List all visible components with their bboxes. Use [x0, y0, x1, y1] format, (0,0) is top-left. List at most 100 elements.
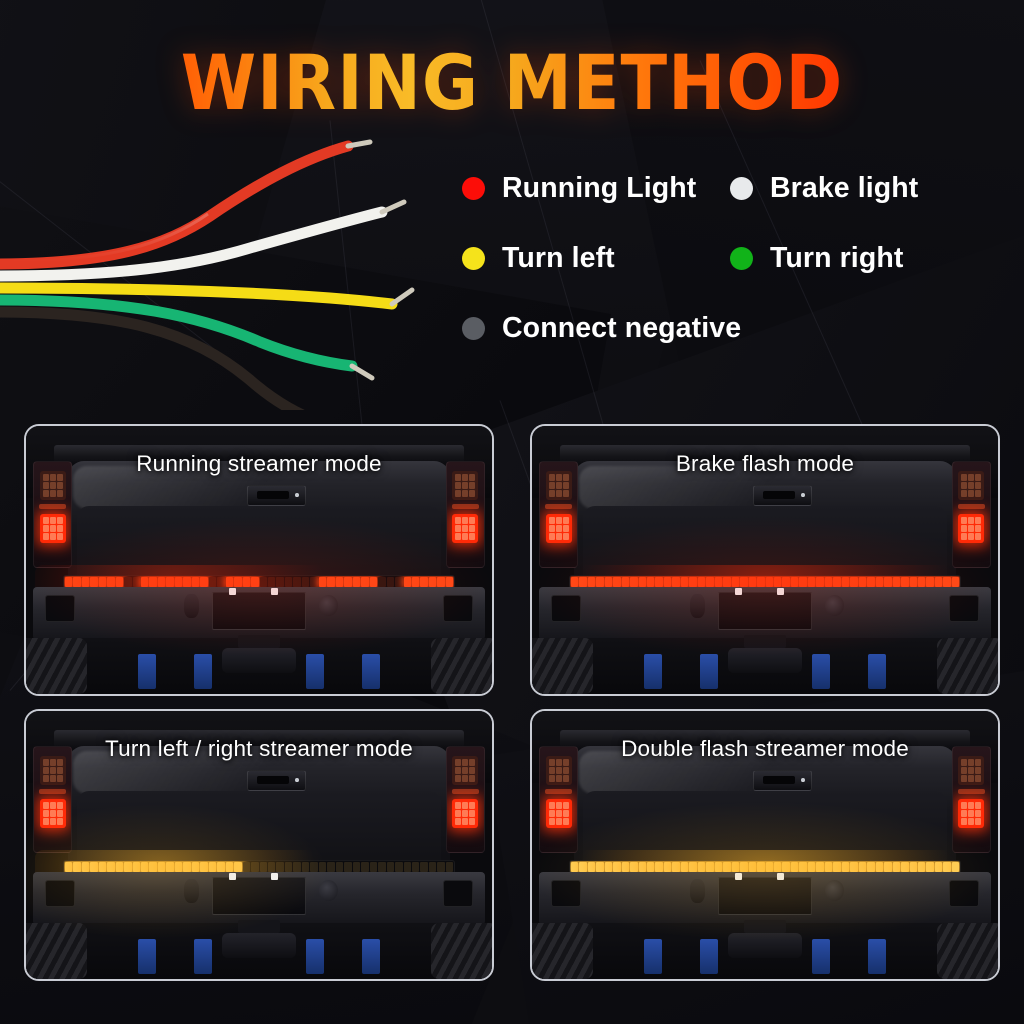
led-segment: [807, 576, 816, 588]
suspension-component: [867, 938, 887, 974]
taillight-led: [469, 474, 476, 482]
led-segment: [361, 861, 369, 873]
taillight-led: [975, 774, 982, 782]
led-segment: [327, 861, 335, 873]
led-segment: [655, 861, 663, 873]
suspension-component: [811, 938, 831, 974]
right-exhaust-cutout: [443, 879, 474, 907]
legend-item-turn-left: Turn left: [462, 242, 615, 275]
led-segment: [621, 576, 630, 588]
license-plate-lamp: [776, 873, 785, 880]
taillight-led: [49, 802, 56, 810]
bumper-fixture: [690, 878, 706, 903]
led-segment: [251, 861, 259, 873]
taillight-led: [42, 767, 49, 774]
led-segment: [395, 576, 403, 588]
led-segment: [901, 576, 909, 588]
taillight-cluster-upper: [39, 471, 66, 500]
led-segment: [604, 861, 613, 873]
taillight-led: [455, 810, 462, 818]
led-segment: [799, 861, 807, 873]
wire-harness-illustration: [0, 139, 415, 410]
right-taillight: [446, 460, 485, 569]
taillight-led: [462, 802, 469, 810]
left-taillight: [33, 745, 72, 854]
taillight-led: [49, 482, 56, 489]
taillight-led: [56, 482, 63, 489]
led-segment: [420, 576, 428, 588]
running-light-wire: [0, 140, 354, 270]
led-segment: [369, 576, 378, 588]
suspension-component: [305, 653, 325, 689]
taillight-led: [548, 818, 555, 825]
right-exhaust-cutout: [949, 594, 980, 622]
license-plate-recess: [718, 877, 812, 915]
taillight-led: [562, 489, 569, 497]
taillight-led: [469, 482, 476, 489]
led-segment: [680, 576, 689, 588]
taillight-reflector: [38, 788, 67, 795]
left-exhaust-cutout: [44, 594, 75, 622]
led-segment: [782, 861, 790, 873]
left-rear-tire: [26, 637, 87, 694]
taillight-cluster-lower: [452, 514, 479, 543]
license-plate-lamp: [734, 873, 743, 880]
panel-mode-label: Double flash streamer mode: [621, 736, 909, 762]
taillight-led: [469, 818, 476, 825]
turn-left-wire: [0, 282, 398, 310]
led-segment: [259, 576, 268, 588]
led-segment: [587, 861, 596, 873]
led-segment: [234, 861, 242, 873]
bed-rail: [559, 444, 971, 464]
legend-row-3: Connect negative: [462, 312, 982, 382]
taillight-led: [56, 802, 63, 810]
led-light-bar: [63, 859, 455, 875]
legend-row-2: Turn left Turn right: [462, 242, 982, 312]
led-segment: [858, 576, 867, 588]
taillight-led: [469, 759, 476, 767]
taillight-led: [968, 802, 975, 810]
led-segment: [174, 576, 183, 588]
led-segment: [251, 576, 259, 588]
led-segment: [352, 861, 361, 873]
tailgate-lower-panel: [77, 506, 441, 587]
gray-dot-icon: [462, 317, 485, 340]
led-segment: [680, 861, 689, 873]
led-segment: [276, 576, 284, 588]
suspension-component: [305, 938, 325, 974]
taillight-led: [56, 774, 63, 782]
tailgate-handle: [753, 484, 812, 507]
taillight-led: [462, 759, 469, 767]
taillight-led: [961, 517, 968, 525]
handle-slot: [257, 491, 289, 499]
handle-button: [801, 492, 805, 497]
taillight-led: [469, 525, 476, 533]
led-segment: [268, 861, 276, 873]
taillight-led: [56, 489, 63, 497]
led-segment: [613, 861, 621, 873]
led-segment: [234, 576, 242, 588]
led-segment: [587, 576, 596, 588]
taillight-led: [548, 767, 555, 774]
left-taillight: [539, 745, 578, 854]
panel-mode-label: Running streamer mode: [136, 451, 382, 477]
led-segment: [200, 576, 208, 588]
trailer-hitch: [238, 920, 280, 934]
taillight-led: [462, 533, 469, 540]
led-segment: [917, 861, 926, 873]
taillight-led: [961, 810, 968, 818]
taillight-cluster-upper: [452, 756, 479, 785]
taillight-reflector: [451, 788, 480, 795]
led-segment: [378, 576, 386, 588]
taillight-led: [455, 482, 462, 489]
led-segment: [90, 861, 98, 873]
white-dot-icon: [730, 177, 753, 200]
connect-negative-wire: [0, 306, 305, 410]
led-segment: [428, 576, 437, 588]
right-rear-tire: [431, 922, 492, 979]
taillight-led: [455, 474, 462, 482]
taillight-led: [555, 759, 562, 767]
taillight-led: [961, 759, 968, 767]
taillight-reflector: [451, 503, 480, 510]
right-taillight: [952, 460, 991, 569]
